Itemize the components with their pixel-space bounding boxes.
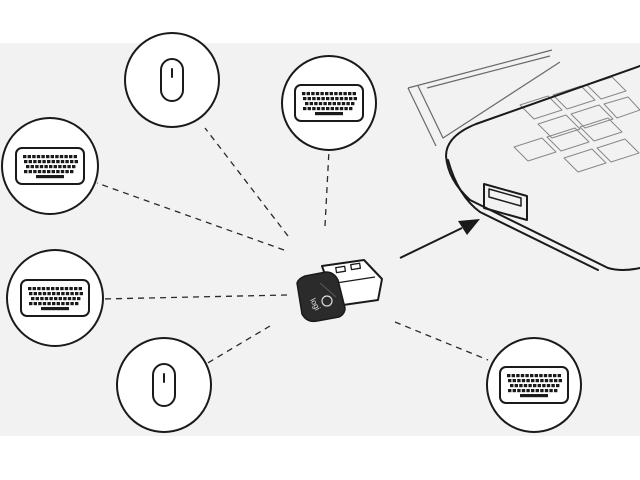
connection-line — [205, 325, 271, 365]
connection-line — [100, 294, 288, 300]
connection-line — [324, 149, 330, 227]
device-circle — [124, 32, 220, 128]
keyboard-icon — [294, 84, 364, 122]
device-mouse-bottom — [116, 337, 212, 433]
keyboard-icon — [15, 147, 85, 185]
keyboard-icon — [499, 366, 569, 404]
device-circle — [116, 337, 212, 433]
arrow-icon — [399, 219, 480, 259]
device-keyboard-left-upper — [1, 117, 99, 215]
usb-port-icon — [483, 183, 528, 221]
device-keyboard-top — [281, 55, 377, 151]
device-keyboard-bottom-right — [486, 337, 582, 433]
keyboard-icon — [20, 279, 90, 317]
connection-lines — [96, 127, 489, 365]
device-keyboard-left-lower — [6, 249, 104, 347]
device-mouse-top — [124, 32, 220, 128]
connection-line — [204, 127, 289, 237]
usb-receiver-icon: logi — [296, 259, 383, 323]
connection-line — [394, 321, 489, 361]
connection-line — [96, 182, 285, 251]
mouse-icon — [152, 363, 176, 407]
mouse-icon — [160, 58, 184, 102]
laptop-body — [445, 65, 640, 271]
paired-devices — [1, 32, 582, 433]
